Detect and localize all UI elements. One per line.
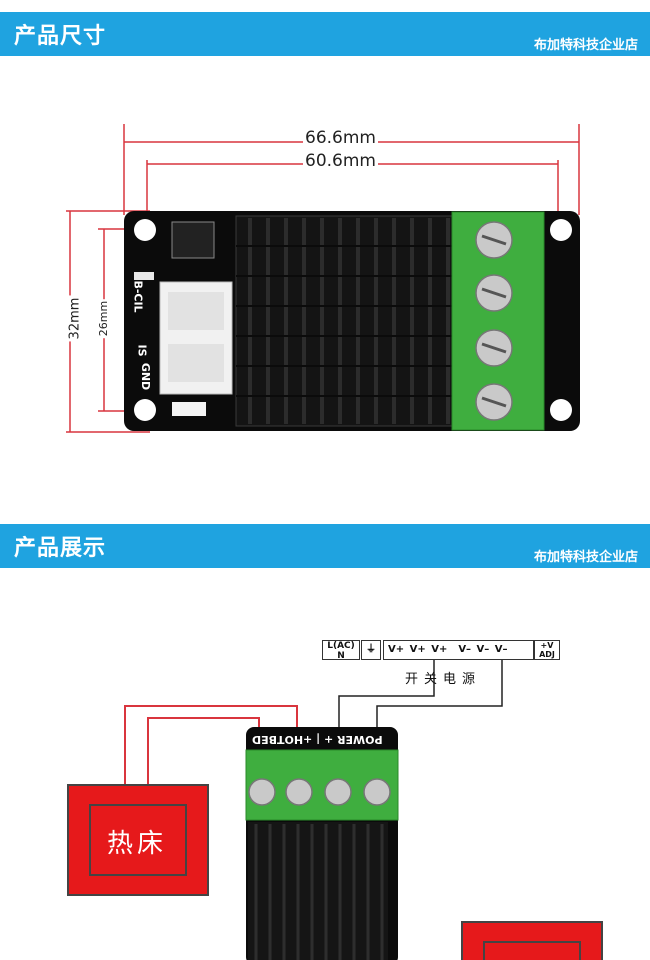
section-banner-show: 产品展示 布加特科技企业店 bbox=[0, 524, 650, 568]
section-title: 产品展示 bbox=[14, 536, 107, 561]
psu-terminal-ground: ⏚ bbox=[361, 640, 381, 660]
hotbed-label: 热床 bbox=[107, 829, 168, 859]
psu-label: 开关电源 bbox=[405, 672, 482, 687]
store-name: 布加特科技企业店 bbox=[533, 550, 638, 565]
dim-width-outer: 66.6mm bbox=[303, 128, 378, 148]
board-label-top: POWER + | +HOTBED bbox=[252, 733, 383, 746]
psu-terminal-adj: +V ADJ bbox=[534, 640, 560, 660]
psu-terminal-outputs: V+ V+ V+ V– V– V– bbox=[383, 640, 534, 660]
section-banner-size: 产品尺寸 布加特科技企业店 bbox=[0, 12, 650, 56]
section-title: 产品尺寸 bbox=[14, 24, 107, 49]
store-name: 布加特科技企业店 bbox=[533, 38, 638, 53]
psu-terminal-ln: L(AC) N bbox=[322, 640, 360, 661]
dim-width-inner: 60.6mm bbox=[303, 151, 378, 171]
